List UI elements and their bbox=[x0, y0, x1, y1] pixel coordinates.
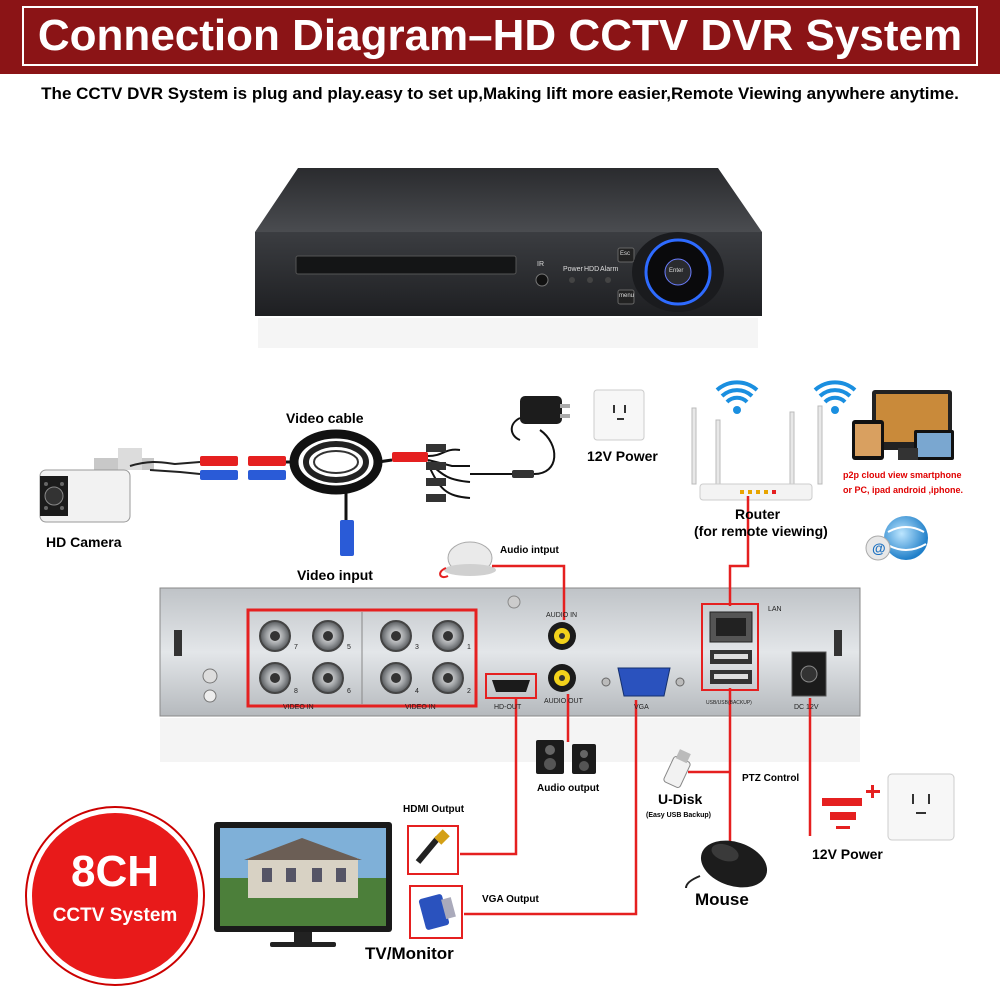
microphone-icon bbox=[440, 542, 496, 577]
usb-label: USB/USB(BACKUP) bbox=[706, 700, 752, 706]
ir-label: IR bbox=[537, 261, 544, 268]
wifi-icon-dot bbox=[733, 406, 741, 414]
menu-label: menu bbox=[619, 293, 634, 299]
bnc-plug-icon bbox=[340, 520, 354, 556]
badge-channel-count: 8CH bbox=[32, 847, 198, 897]
alarm-led-label: Alarm bbox=[600, 266, 618, 273]
channel-number: 4 bbox=[415, 688, 419, 695]
power-led-label: Power bbox=[563, 266, 583, 273]
power-plug-icon bbox=[248, 456, 286, 466]
8ch-badge: 8CH CCTV System bbox=[27, 808, 203, 984]
power-splitter-icon bbox=[426, 430, 554, 502]
hdmi-port-icon bbox=[492, 680, 530, 692]
dvr-reflection bbox=[258, 318, 758, 348]
mouse-icon bbox=[686, 833, 773, 896]
esc-label: Esc bbox=[620, 251, 630, 257]
vga-output-label: VGA Output bbox=[482, 894, 539, 905]
hd-camera-icon bbox=[40, 448, 154, 522]
bnc-plug-icon bbox=[200, 470, 238, 480]
dvr-front-unit bbox=[255, 168, 762, 348]
wifi-icon bbox=[717, 382, 757, 402]
dc-power-symbol-icon bbox=[822, 785, 880, 829]
dc-label: DC 12V bbox=[794, 704, 819, 711]
mouse-label: Mouse bbox=[695, 890, 749, 910]
router-label: Router bbox=[735, 506, 780, 522]
channel-number: 6 bbox=[347, 688, 351, 695]
vga-cable-icon bbox=[410, 886, 462, 938]
hdmi-cable-icon bbox=[408, 826, 458, 874]
router-icon bbox=[692, 406, 822, 500]
audio-in-label: AUDIO IN bbox=[546, 612, 577, 619]
audio-input-label: Audio intput bbox=[500, 545, 559, 556]
channel-number: 3 bbox=[415, 644, 419, 651]
wall-outlet-icon bbox=[888, 774, 954, 840]
video-in-right-label: VIDEO IN bbox=[405, 704, 436, 711]
enter-label: Enter bbox=[669, 268, 683, 274]
cloud-globe-icon: @ bbox=[866, 516, 928, 560]
power-adapter-icon bbox=[512, 396, 570, 440]
wall-outlet-icon bbox=[594, 390, 644, 440]
alarm-led-icon bbox=[605, 277, 611, 283]
p2p-line2-label: or PC, ipad android ,iphone. bbox=[843, 485, 963, 495]
channel-number: 5 bbox=[347, 644, 351, 651]
udisk-label: U-Disk bbox=[658, 791, 702, 807]
power-bottom-label: 12V Power bbox=[812, 846, 883, 862]
power-led-icon bbox=[569, 277, 575, 283]
channel-number: 7 bbox=[294, 644, 298, 651]
channel-number: 2 bbox=[467, 688, 471, 695]
tv-monitor-icon bbox=[214, 822, 392, 947]
mobile-devices-icon bbox=[852, 390, 954, 460]
hdd-led-label: HDD bbox=[584, 266, 599, 273]
badge-system-label: CCTV System bbox=[32, 905, 198, 927]
audio-out-label: AUDIO OUT bbox=[544, 698, 583, 705]
router-sub-label: (for remote viewing) bbox=[694, 523, 828, 539]
udisk-sub-label: (Easy USB Backup) bbox=[646, 812, 711, 819]
hdmi-output-label: HDMI Output bbox=[403, 804, 464, 815]
power-plug-icon bbox=[200, 456, 238, 466]
video-in-left-label: VIDEO IN bbox=[283, 704, 314, 711]
tv-monitor-label: TV/Monitor bbox=[365, 944, 454, 964]
power-plug-icon bbox=[392, 452, 428, 462]
vga-port-icon bbox=[618, 668, 670, 696]
video-cable-coil-icon bbox=[294, 434, 378, 490]
video-input-label: Video input bbox=[297, 567, 373, 583]
wifi-icon-dot bbox=[831, 406, 839, 414]
hd-out-label: HD-OUT bbox=[494, 704, 521, 711]
hdd-led-icon bbox=[587, 277, 593, 283]
audio-output-label: Audio output bbox=[537, 783, 599, 794]
dvr-disc-slot bbox=[296, 256, 516, 274]
video-cable-label: Video cable bbox=[286, 410, 364, 426]
vga-label: VGA bbox=[634, 704, 649, 711]
lan-label: LAN bbox=[768, 606, 782, 613]
dvr-top-face bbox=[255, 168, 762, 232]
bnc-plug-icon bbox=[248, 470, 286, 480]
ptz-label: PTZ Control bbox=[742, 773, 799, 784]
channel-number: 8 bbox=[294, 688, 298, 695]
p2p-line1-label: p2p cloud view smartphone bbox=[843, 470, 962, 480]
hd-camera-label: HD Camera bbox=[46, 534, 121, 550]
power-top-label: 12V Power bbox=[587, 448, 658, 464]
ir-sensor-icon bbox=[536, 274, 548, 286]
wifi-icon bbox=[815, 382, 855, 402]
svg-text:@: @ bbox=[872, 540, 886, 556]
channel-number: 1 bbox=[467, 644, 471, 651]
